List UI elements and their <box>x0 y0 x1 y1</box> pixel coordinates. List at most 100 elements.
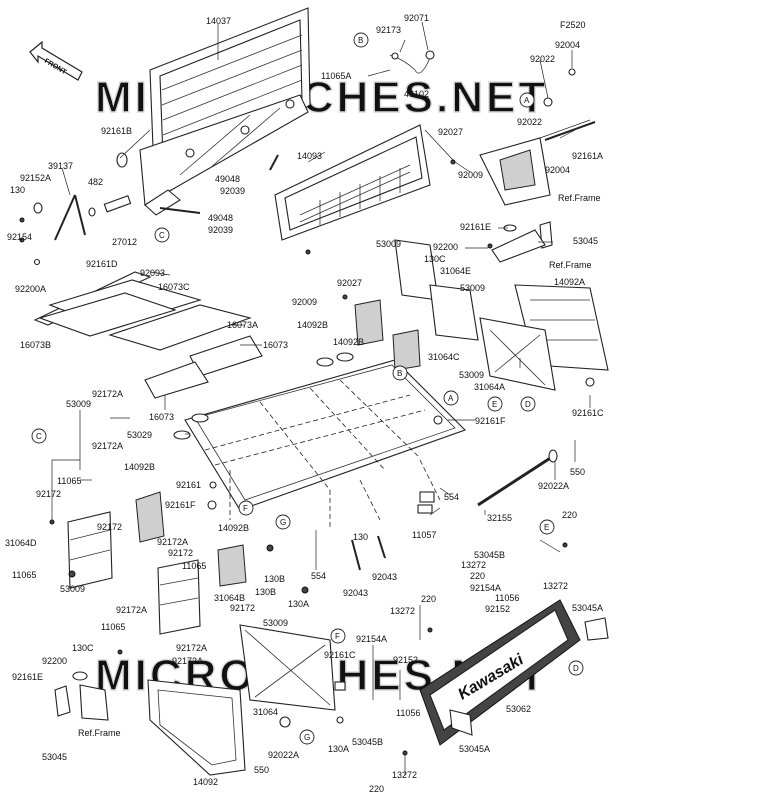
label-92172-c: 92172 <box>168 548 193 558</box>
label-14092: 14092 <box>193 777 218 787</box>
label-92004-a: 92004 <box>555 40 580 50</box>
label-49048-b: 49048 <box>208 213 233 223</box>
label-92161e-bot: 92161E <box>12 672 43 682</box>
callout-e-right: E <box>539 519 555 535</box>
bed-mats <box>33 271 263 399</box>
label-31064a: 31064A <box>474 382 505 392</box>
callout-g-bottom-text: G <box>304 733 310 742</box>
label-92027-top: 92027 <box>438 127 463 137</box>
label-92009-top: 92009 <box>458 170 483 180</box>
label-92200-bot: 92200 <box>42 656 67 666</box>
latch-bottom-left <box>54 671 109 721</box>
ref-frame-bottom: Ref.Frame <box>78 728 121 738</box>
cable <box>389 50 435 74</box>
label-53029: 53029 <box>127 430 152 440</box>
label-13272-b: 13272 <box>543 581 568 591</box>
shaft <box>477 449 558 507</box>
label-92022-b: 92022 <box>517 117 542 127</box>
label-11065-b: 11065 <box>12 570 36 580</box>
callout-c-top: C <box>154 227 170 243</box>
callout-f-bottom-text: F <box>335 632 340 641</box>
callout-b-top: B <box>353 32 369 48</box>
label-130c-bot: 130C <box>72 643 94 653</box>
label-92004-b: 92004 <box>545 165 570 175</box>
label-31064c: 31064C <box>428 352 460 362</box>
gate-panels <box>135 299 421 587</box>
label-92161c-mid: 92161C <box>324 650 356 660</box>
label-92027-mid: 92027 <box>337 278 362 288</box>
label-92172a-c: 92172A <box>157 537 188 547</box>
callout-e-mid-text: E <box>492 400 497 409</box>
label-53045a-a: 53045A <box>572 603 603 613</box>
label-92172a-f: 92172A <box>172 656 203 666</box>
callout-c-left: C <box>31 428 47 444</box>
label-53045b-b: 53045B <box>352 737 383 747</box>
side-gate-frame-bottom <box>239 624 336 711</box>
label-92022-a: 92022 <box>530 54 555 64</box>
label-14092a-top: 14092A <box>554 277 585 287</box>
part-labels: 14037 92173 92071 11065A 46102 92161B 39… <box>5 13 604 794</box>
label-53009-b: 53009 <box>460 283 485 293</box>
cargo-bed <box>173 352 467 530</box>
left-hinge-parts <box>33 152 132 241</box>
label-130a-a: 130A <box>288 599 309 609</box>
callout-c-top-text: C <box>159 231 165 240</box>
label-16073-a: 16073 <box>263 340 288 350</box>
label-130c-top: 130C <box>424 254 446 264</box>
label-92152-b: 92152 <box>393 655 418 665</box>
pivot-bracket <box>479 119 591 206</box>
callout-g-mid: G <box>275 514 291 530</box>
label-14092b-a: 14092B <box>297 320 328 330</box>
label-31064: 31064 <box>253 707 278 717</box>
label-92152a: 92152A <box>20 173 51 183</box>
label-31064b: 31064B <box>214 593 245 603</box>
callout-f-mid: F <box>238 500 254 516</box>
label-46102: 46102 <box>404 89 429 99</box>
ref-frame-mid: Ref.Frame <box>549 260 592 270</box>
label-220-c: 220 <box>421 594 436 604</box>
label-130-mid: 130 <box>353 532 368 542</box>
label-92071: 92071 <box>404 13 429 23</box>
label-53045-top: 53045 <box>573 236 598 246</box>
label-14092b-d: 14092B <box>218 523 249 533</box>
side-gate-frame-rear <box>394 239 479 341</box>
label-92022a-bot: 92022A <box>268 750 299 760</box>
callout-f-mid-text: F <box>243 504 248 513</box>
label-53045a-b: 53045A <box>459 744 490 754</box>
label-27012: 27012 <box>112 237 137 247</box>
label-14037: 14037 <box>206 16 231 26</box>
label-49048-a: 49048 <box>215 174 240 184</box>
hinge-pin <box>543 68 596 141</box>
side-gate-frame-right <box>479 317 556 391</box>
label-53009-d: 53009 <box>66 399 91 409</box>
label-130-left: 130 <box>10 185 25 195</box>
label-16073a: 16073A <box>227 320 258 330</box>
callout-g-bottom: G <box>299 729 315 745</box>
label-31064e: 31064E <box>440 266 471 276</box>
front-arrow-icon: FRONT <box>29 40 83 81</box>
label-53045b-a: 53045B <box>474 550 505 560</box>
label-482: 482 <box>88 177 103 187</box>
label-14092b-c: 14092B <box>124 462 155 472</box>
label-92154a-b: 92154A <box>356 634 387 644</box>
callout-g-mid-text: G <box>280 518 286 527</box>
label-92173: 92173 <box>376 25 401 35</box>
label-92039-b: 92039 <box>208 225 233 235</box>
label-130a-b: 130A <box>328 744 349 754</box>
label-92152-a: 92152 <box>485 604 510 614</box>
label-39137: 39137 <box>48 161 73 171</box>
label-53045-bot: 53045 <box>42 752 67 762</box>
side-gate-frame-left <box>67 511 201 635</box>
callout-b-bed: B <box>392 365 408 381</box>
callout-c-left-text: C <box>36 432 42 441</box>
callout-d-bottom: D <box>568 660 584 676</box>
label-13272-c: 13272 <box>390 606 415 616</box>
label-11056-a: 11056 <box>495 593 519 603</box>
label-53009-f: 53009 <box>263 618 288 628</box>
callout-b-bed-text: B <box>397 369 402 378</box>
label-11065-c: 11065 <box>182 561 206 571</box>
label-92093: 92093 <box>140 268 165 278</box>
label-92161e-top: 92161E <box>460 222 491 232</box>
callout-a-bed: A <box>443 390 459 406</box>
label-130b-b: 130B <box>255 587 276 597</box>
